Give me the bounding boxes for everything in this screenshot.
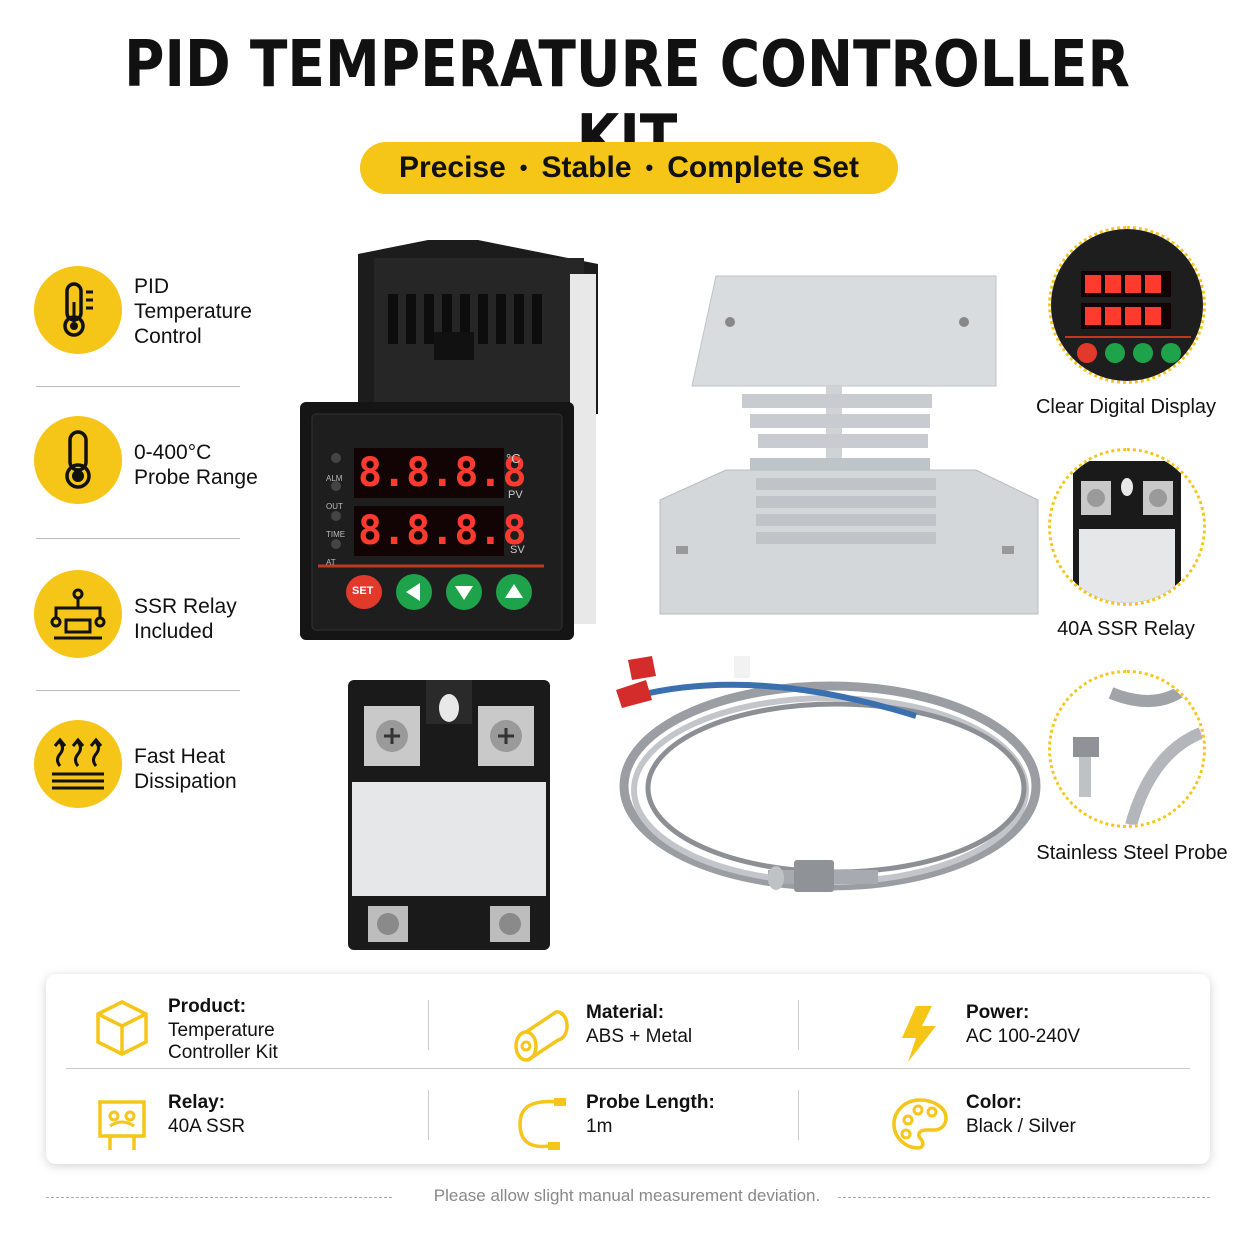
thermometer-icon [34, 266, 122, 354]
heat-sink-image [659, 275, 1039, 615]
sv-display: 8.8.8.8 [358, 508, 527, 554]
palette-icon [892, 1098, 948, 1150]
lightning-icon [902, 1006, 936, 1062]
spec-key: Product: [168, 996, 247, 1017]
feature-divider [36, 386, 240, 387]
spec-color: Color: Black / Silver [890, 1088, 1220, 1168]
spec-value: 40A SSR [168, 1116, 246, 1137]
spec-product: Product: Temperature Controller Kit [92, 992, 422, 1072]
spec-key: Relay: [168, 1092, 226, 1113]
measurement-note: Please allow slight manual measurement d… [433, 1186, 821, 1205]
spec-value: Black / Silver [966, 1116, 1076, 1137]
tagline-item: Stable [541, 151, 632, 184]
spec-value: AC 100-240V [966, 1026, 1081, 1047]
unit-label: °C [506, 451, 521, 466]
note-dash-right [838, 1197, 1210, 1198]
spec-divider [428, 1000, 429, 1050]
relay-circuit-icon [34, 570, 122, 658]
indicator-at: AT [326, 558, 336, 567]
spec-key: Probe Length: [586, 1092, 715, 1113]
heat-waves-icon [34, 720, 122, 808]
sv-label: SV [510, 544, 525, 556]
box-icon [96, 1000, 148, 1056]
set-button-label: SET [352, 585, 374, 597]
spec-key: Color: [966, 1092, 1022, 1113]
note-dash-left [46, 1197, 392, 1198]
page-title: PID TEMPERATURE CONTROLLER KIT [124, 28, 1130, 176]
pid-controller-image [300, 240, 598, 640]
spec-row-divider [66, 1068, 1190, 1069]
feature-label: SSR Relay Included [134, 595, 237, 643]
relay-callout [1048, 448, 1206, 606]
indicator-time: TIME [326, 530, 346, 539]
feature-heat-dissipation: Fast Heat Dissipation [34, 720, 334, 810]
bullet-icon: • [645, 155, 654, 180]
relay-icon [98, 1100, 146, 1150]
spec-value: Temperature Controller Kit [168, 1020, 278, 1063]
feature-label: 0-400°C Probe Range [134, 441, 258, 489]
feature-label: Fast Heat Dissipation [134, 745, 237, 793]
indicator-labels: ALM OUT TIME AT [326, 465, 345, 577]
bullet-icon: • [519, 155, 528, 180]
callout-label: 40A SSR Relay [1057, 618, 1195, 640]
indicator-out: OUT [326, 502, 343, 511]
spec-key: Material: [586, 1002, 665, 1023]
feature-label: PID Temperature Control [134, 275, 252, 348]
probe-callout [1048, 670, 1206, 828]
temperature-probe-image [616, 656, 1041, 892]
pv-label: PV [508, 489, 523, 501]
tagline-item: Precise [399, 151, 506, 184]
indicator-alm: ALM [326, 474, 343, 483]
spec-divider [798, 1000, 799, 1050]
feature-probe-range: 0-400°C Probe Range [34, 416, 334, 506]
spec-relay: Relay: 40A SSR [92, 1088, 422, 1168]
spec-divider [798, 1090, 799, 1140]
feature-divider [36, 690, 240, 691]
spec-probe-length: Probe Length: 1m [510, 1088, 840, 1168]
material-roll-icon [514, 1010, 569, 1062]
spec-divider [428, 1090, 429, 1140]
callout-label: Clear Digital Display [1035, 396, 1217, 418]
feature-pid-control: PID Temperature Control [34, 266, 334, 356]
callout-label: Stainless Steel Probe [1036, 842, 1228, 864]
spec-value: ABS + Metal [586, 1026, 693, 1047]
tagline-item: Complete Set [667, 151, 859, 184]
ssr-relay-image [348, 680, 550, 950]
thermometer-bulb-icon [34, 416, 122, 504]
feature-divider [36, 538, 240, 539]
spec-value: 1m [586, 1116, 613, 1137]
spec-panel [46, 974, 1210, 1164]
tagline-pill: Precise • Stable • Complete Set [360, 142, 898, 194]
feature-ssr-relay: SSR Relay Included [34, 570, 334, 660]
spec-material: Material: ABS + Metal [510, 998, 840, 1078]
spec-power: Power: AC 100-240V [890, 998, 1220, 1078]
display-callout [1048, 226, 1206, 384]
spec-key: Power: [966, 1002, 1030, 1023]
pv-display: 8.8.8.8 [358, 450, 527, 496]
probe-cable-icon [518, 1098, 566, 1150]
